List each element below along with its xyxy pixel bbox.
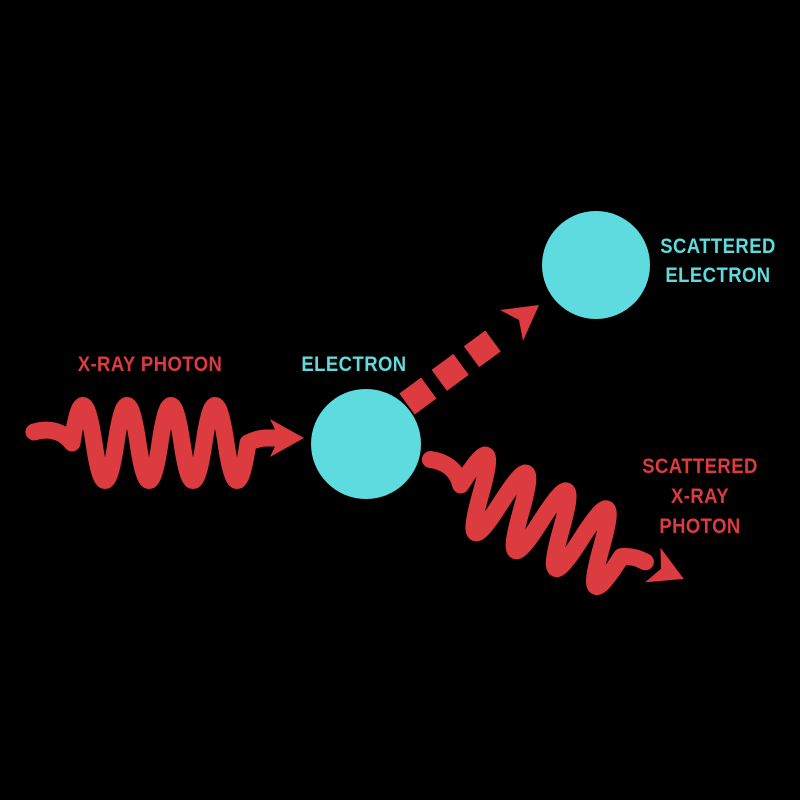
incoming-photon-label-text: X-RAY PHOTON (77, 353, 223, 376)
scattered-photon-label-line2: X-RAY (670, 485, 729, 508)
dashed-arrowhead-icon (500, 305, 539, 341)
incoming-photon-arrowhead-icon (270, 419, 304, 457)
incoming-photon-wave-icon (25, 397, 304, 489)
electron-label-text: ELECTRON (301, 353, 407, 376)
scattered-electron-circle (542, 211, 650, 319)
incoming-photon-label: X-RAY PHOTON (44, 354, 255, 376)
scattered-photon-wave-icon (421, 446, 684, 596)
electron-circle (311, 389, 421, 499)
scattered-photon-arrowhead-icon (645, 547, 684, 583)
scattered-photon-label-line3: PHOTON (659, 515, 741, 538)
scattered-electron-trajectory-icon (399, 305, 539, 415)
scattered-electron-label: SCATTERED ELECTRON (630, 232, 800, 290)
scattered-electron-label-line1: SCATTERED (660, 235, 776, 258)
electron-label: ELECTRON (266, 354, 442, 376)
scattered-photon-label-line1: SCATTERED (642, 455, 758, 478)
scattered-electron-label-line2: ELECTRON (665, 264, 771, 287)
scattered-photon-label: SCATTERED X-RAY PHOTON (612, 452, 788, 542)
